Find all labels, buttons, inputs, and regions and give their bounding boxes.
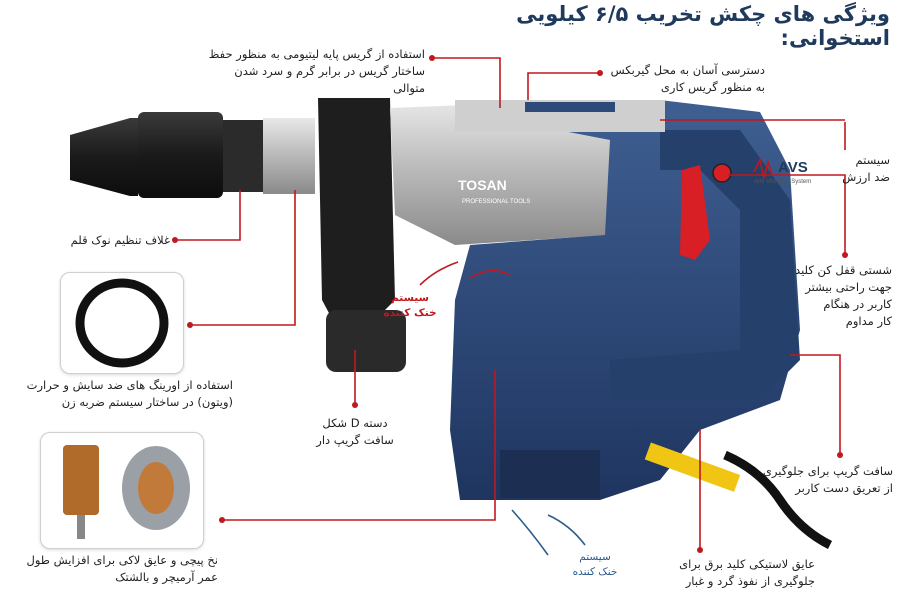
avs-sub: Anti Vibration System xyxy=(754,179,811,185)
chuck xyxy=(70,112,315,198)
callout-lines xyxy=(175,57,846,550)
power-cable xyxy=(723,450,833,550)
caption-grease: استفاده از گریس پایه لیتیومی به منظور حف… xyxy=(208,47,425,95)
gearbox-housing xyxy=(390,100,610,245)
trigger xyxy=(680,165,710,260)
bottom-vents xyxy=(500,450,600,498)
caption-chuck: غلاف تنظیم نوک قلم xyxy=(70,233,170,247)
airflow-arrows xyxy=(511,509,586,556)
caption-oring: استفاده از اورینگ های ضد سایش و حرارت(وی… xyxy=(26,378,233,409)
armature-thumbnail xyxy=(40,432,204,549)
avs-logo: AVS xyxy=(778,159,808,176)
oring-thumbnail xyxy=(60,272,184,374)
airflow-arrows-top xyxy=(419,261,511,286)
side-handle xyxy=(318,98,406,372)
d-handle xyxy=(610,130,800,400)
brand-sub: PROFESSIONAL TOOLS xyxy=(462,199,530,205)
page-title: ویژگی های چکش تخریب ۶/۵ کیلویی استخوانی: xyxy=(516,2,890,50)
brand-logo: TOSAN xyxy=(458,177,507,193)
lock-button xyxy=(712,163,732,183)
callout-dots xyxy=(172,55,848,553)
avs-badge: AVS Anti Vibration System xyxy=(752,152,830,186)
